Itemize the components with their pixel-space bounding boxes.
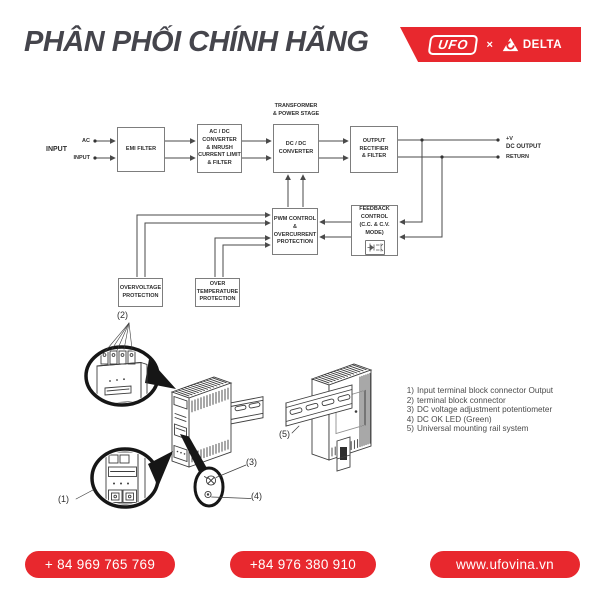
list-item-number: 4) xyxy=(406,414,414,424)
list-item-text: terminal block connector xyxy=(417,395,506,405)
output-label-return: RETURN xyxy=(506,153,529,160)
transformer-stage-label: TRANSFORMER & POWER STAGE xyxy=(272,103,320,117)
block-output-rectifier: OUTPUT RECTIFIER & FILTER xyxy=(350,126,398,173)
callout-5: (5) xyxy=(279,429,290,439)
list-item-number: 3) xyxy=(406,405,414,415)
block-overvoltage-protection: OVERVOLTAGE PROTECTION xyxy=(118,278,163,307)
illustration xyxy=(75,322,373,509)
diagram-wires xyxy=(95,138,497,277)
delta-wordmark: DELTA xyxy=(522,38,562,51)
list-item-text: DC voltage adjustment potentiometer xyxy=(417,405,553,415)
block-dcdc-converter: DC / DC CONVERTER xyxy=(273,124,319,173)
din-rail-front xyxy=(227,396,264,425)
led-icon xyxy=(204,490,212,499)
magnifier-top xyxy=(84,322,176,407)
output-label-dc-output: DC OUTPUT xyxy=(506,144,541,150)
block-label: PWM CONTROL & OVERCURRENT PROTECTION xyxy=(273,215,317,246)
callout-3: (3) xyxy=(246,457,257,467)
list-item-text: Universal mounting rail system xyxy=(417,424,529,434)
block-feedback-control: FEEDBACK CONTROL (C.C. & C.V. MODE) xyxy=(351,205,398,256)
callout-1: (1) xyxy=(58,494,69,504)
callout-2-fan-lines xyxy=(102,322,133,355)
list-item: 1)Input terminal block connector Output xyxy=(403,386,553,396)
magnifier-bottom xyxy=(75,447,173,509)
input-label: INPUT xyxy=(46,146,67,153)
block-acdc-converter: AC / DC CONVERTER & INRUSH CURRENT LIMIT… xyxy=(197,124,242,173)
block-overtemperature-protection: OVER TEMPERATURE PROTECTION xyxy=(195,278,240,307)
collab-x-icon: × xyxy=(486,38,493,51)
page-title: PHÂN PHỐI CHÍNH HÃNG xyxy=(24,26,369,58)
list-item-text: Input terminal block connector Output xyxy=(417,386,554,395)
magnifier-small xyxy=(180,434,252,508)
block-label: EMI FILTER xyxy=(125,145,157,152)
block-emi-filter: EMI FILTER xyxy=(117,127,165,172)
optocoupler-icon xyxy=(364,240,385,255)
list-item-number: 1) xyxy=(406,386,414,395)
wire-label-input: INPUT xyxy=(73,155,91,161)
list-item: 2)terminal block connector xyxy=(403,396,553,406)
delta-triangle-icon xyxy=(502,37,519,52)
block-label: AC / DC CONVERTER & INRUSH CURRENT LIMIT… xyxy=(198,128,241,167)
phone-button-1[interactable]: + 84 969 765 769 xyxy=(25,551,175,578)
callout-5-leader xyxy=(291,425,300,434)
callout-1-leader xyxy=(75,489,94,500)
callout-4-leader xyxy=(211,496,252,499)
block-label: DC / DC CONVERTER xyxy=(278,140,314,155)
callout-4: (4) xyxy=(251,491,262,501)
list-item-number: 5) xyxy=(406,424,414,434)
block-pwm-control: PWM CONTROL & OVERCURRENT PROTECTION xyxy=(272,208,318,255)
potentiometer-icon xyxy=(205,475,217,486)
din-rail-rear xyxy=(285,384,353,472)
list-item: 3)DC voltage adjustment potentiometer xyxy=(403,405,553,415)
psu-front-unit xyxy=(170,376,233,468)
brand-banner: UFO × DELTA xyxy=(400,27,581,62)
list-item: 4)DC OK LED (Green) xyxy=(403,415,553,425)
ufo-logo: UFO xyxy=(427,34,479,55)
list-item-text: DC OK LED (Green) xyxy=(417,414,492,424)
diagram-terminal-dots xyxy=(93,138,500,160)
block-label: FEEDBACK CONTROL (C.C. & C.V. MODE) xyxy=(359,206,390,236)
block-label: OVERVOLTAGE PROTECTION xyxy=(119,284,162,299)
parts-list: 1)Input terminal block connector Output … xyxy=(403,386,553,434)
block-label: OUTPUT RECTIFIER & FILTER xyxy=(359,137,389,160)
output-label-v: +V xyxy=(506,136,513,142)
wire-label-ac: AC xyxy=(82,138,90,144)
delta-logo: DELTA xyxy=(502,37,562,52)
callout-2: (2) xyxy=(117,310,128,320)
list-item: 5)Universal mounting rail system xyxy=(403,424,553,434)
callout-3-leader xyxy=(215,464,247,478)
block-label: OVER TEMPERATURE PROTECTION xyxy=(196,280,239,303)
phone-button-2[interactable]: +84 976 380 910 xyxy=(230,551,376,578)
list-item-number: 2) xyxy=(406,395,414,405)
website-button[interactable]: www.ufovina.vn xyxy=(430,551,580,578)
